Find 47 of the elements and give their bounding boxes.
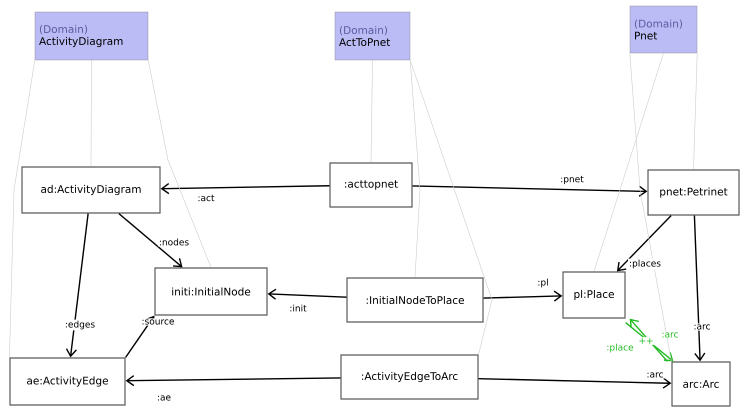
arrow bbox=[616, 215, 672, 272]
arrow bbox=[478, 378, 672, 389]
connector-line bbox=[630, 52, 672, 362]
connector-line bbox=[693, 52, 698, 170]
object-box: pl:Place bbox=[562, 271, 626, 319]
edge-label: :edges bbox=[64, 320, 96, 330]
object-box: initi:InitialNode bbox=[154, 267, 268, 316]
arrow bbox=[484, 290, 562, 302]
edge-label: :arc bbox=[646, 371, 664, 379]
connector-line bbox=[148, 60, 212, 268]
arrow bbox=[126, 375, 340, 386]
arrow bbox=[118, 213, 183, 268]
edge-label: :place bbox=[605, 342, 635, 354]
edge-label: :pnet bbox=[559, 174, 585, 186]
arrow bbox=[160, 183, 330, 194]
edge-label: :arc bbox=[692, 323, 712, 331]
object-box: pnet:Petrinet bbox=[647, 169, 740, 216]
arrow bbox=[694, 216, 706, 362]
object-box: :acttopnet bbox=[329, 162, 413, 208]
edge-label: :init bbox=[288, 304, 308, 312]
arrow bbox=[268, 288, 346, 300]
domain-class-box: (Domain) ActToPnet bbox=[334, 12, 410, 60]
object-box: ad:ActivityDiagram bbox=[21, 166, 161, 214]
edge-label: :pl bbox=[536, 278, 550, 288]
connector-line bbox=[594, 52, 664, 272]
connector-line bbox=[9, 60, 36, 358]
domain-class-box: (Domain) Pnet bbox=[630, 6, 698, 54]
connector-line bbox=[370, 60, 373, 163]
edge-label: :places bbox=[628, 258, 662, 270]
connector-line bbox=[410, 60, 420, 278]
domain-class-box: (Domain) ActivityDiagram bbox=[34, 12, 148, 60]
edge-label: :ae bbox=[156, 394, 172, 402]
object-box: :ActivityEdgeToArc bbox=[340, 354, 479, 400]
arrow bbox=[630, 318, 668, 362]
arrow bbox=[625, 322, 674, 362]
connector-line bbox=[410, 60, 492, 355]
arrow bbox=[66, 214, 89, 358]
object-box: arc:Arc bbox=[671, 361, 731, 407]
connector-line bbox=[90, 60, 92, 167]
edge-label: :act bbox=[196, 194, 216, 202]
arrow bbox=[412, 185, 648, 197]
edge-label: :arc bbox=[660, 331, 680, 339]
edge-label: :nodes bbox=[158, 238, 190, 246]
multiplicity-label: ++ bbox=[637, 337, 655, 345]
object-box: ae:ActivityEdge bbox=[9, 357, 126, 406]
edge-label: :source bbox=[140, 318, 176, 326]
object-box: :InitialNodeToPlace bbox=[346, 277, 484, 323]
